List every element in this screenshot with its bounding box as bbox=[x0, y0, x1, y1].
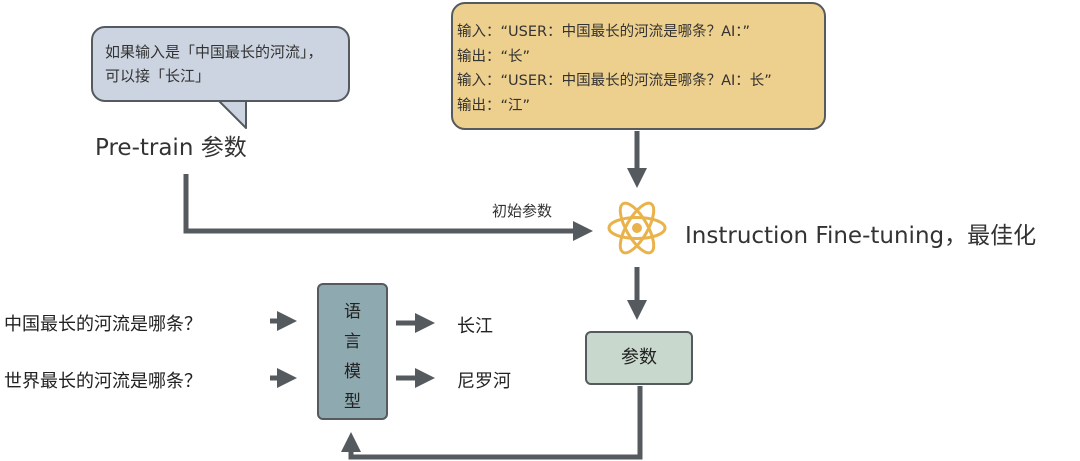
language-model-char-4: 型 bbox=[344, 392, 361, 412]
training-data-line-4: 输出：“江” bbox=[457, 97, 531, 114]
arrow-pretrain-to-ift bbox=[183, 174, 593, 241]
language-model-char-2: 言 bbox=[344, 332, 361, 352]
initial-params-label: 初始参数 bbox=[492, 202, 553, 220]
instruction-finetuning-label: Instruction Fine-tuning，最佳化 bbox=[685, 223, 1037, 249]
language-model-box: 语 言 模 型 bbox=[317, 283, 388, 420]
bubble-tail bbox=[217, 99, 247, 129]
params-box: 参数 bbox=[585, 331, 693, 385]
pretrain-params-label: Pre-train 参数 bbox=[95, 135, 247, 161]
atom-icon bbox=[607, 201, 667, 255]
training-data-line-2: 输出：“长” bbox=[457, 48, 531, 65]
bubble-line-1: 如果输入是「中国最长的河流」， bbox=[105, 43, 323, 61]
training-data-line-3: 输入：“USER：中国最长的河流是哪条？AI：长” bbox=[457, 73, 772, 89]
training-data-line-1: 输入：“USER：中国最长的河流是哪条？AI：” bbox=[457, 24, 751, 40]
arrow-params-to-lm bbox=[341, 386, 643, 460]
question-2: 世界最长的河流是哪条？ bbox=[4, 371, 202, 392]
speech-bubble: 如果输入是「中国最长的河流」， 可以接「长江」 bbox=[91, 26, 350, 102]
answer-2: 尼罗河 bbox=[457, 371, 511, 392]
training-data-box: 输入：“USER：中国最长的河流是哪条？AI：” 输出：“长” 输入：“USER… bbox=[451, 2, 826, 130]
language-model-char-3: 模 bbox=[344, 362, 361, 382]
question-1: 中国最长的河流是哪条？ bbox=[4, 314, 202, 335]
language-model-char-1: 语 bbox=[344, 302, 361, 322]
bubble-line-2: 可以接「长江」 bbox=[105, 67, 211, 85]
answer-1: 长江 bbox=[457, 316, 493, 337]
